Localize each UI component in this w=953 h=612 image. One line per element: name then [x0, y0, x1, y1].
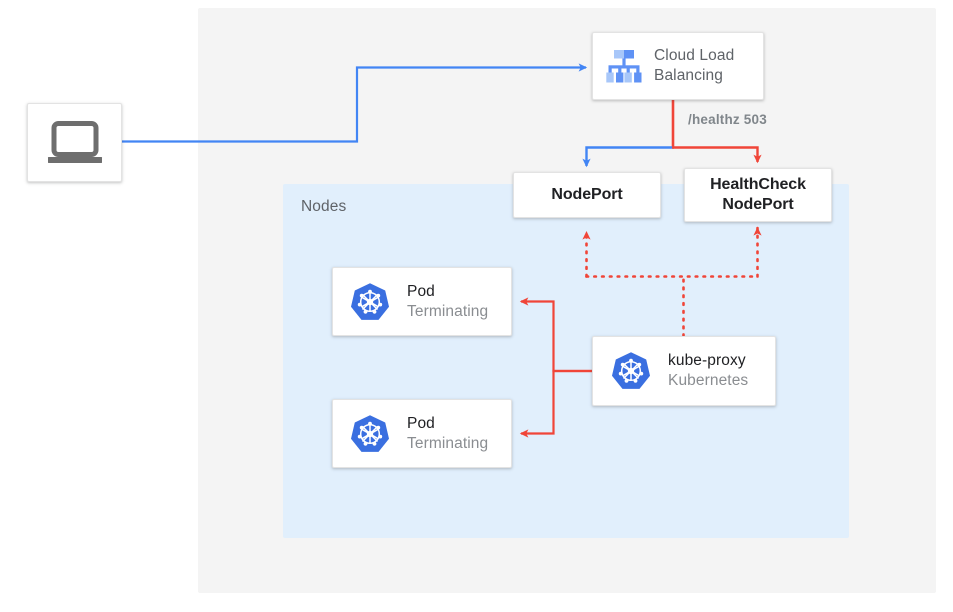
healthz-edge-label: /healthz 503: [688, 112, 767, 127]
pod-1-text: Pod Terminating: [407, 282, 488, 322]
pod-card-2: Pod Terminating: [332, 399, 512, 468]
client-laptop-card: [27, 103, 122, 182]
pod-2-subtitle: Terminating: [407, 434, 489, 452]
pod-1-subtitle: Terminating: [407, 302, 489, 320]
healthcheck-nodeport-label-line1: HealthCheck: [710, 175, 806, 193]
healthcheck-nodeport-label-line2: NodePort: [722, 196, 794, 213]
cloud-load-balancing-label: Cloud Load Balancing: [654, 46, 734, 87]
kubernetes-icon: [612, 352, 650, 389]
pod-1-title: Pod: [407, 282, 435, 300]
nodeport-card: NodePort: [513, 172, 661, 218]
kubernetes-icon: [351, 414, 389, 452]
cloud-load-balancing-label-line1: Cloud Load: [654, 46, 735, 64]
kube-proxy-text: kube-proxy Kubernetes: [668, 351, 748, 391]
kube-proxy-subtitle: Kubernetes: [668, 372, 749, 389]
nodeport-label: NodePort: [551, 185, 623, 203]
healthcheck-nodeport-card: HealthCheck NodePort: [684, 168, 832, 222]
nodes-panel-label: Nodes: [301, 198, 347, 215]
pod-2-title: Pod: [407, 414, 435, 432]
laptop-icon: [47, 120, 102, 163]
cloud-load-balancing-card: Cloud Load Balancing: [592, 32, 764, 100]
kubernetes-icon: [351, 282, 389, 320]
healthcheck-nodeport-label: HealthCheck NodePort: [710, 175, 806, 215]
kube-proxy-title: kube-proxy: [668, 352, 746, 370]
pod-card-1: Pod Terminating: [332, 267, 512, 336]
kube-proxy-card: kube-proxy Kubernetes: [592, 336, 776, 406]
cloud-load-balancing-icon: [606, 50, 642, 83]
pod-2-text: Pod Terminating: [407, 414, 488, 454]
cloud-load-balancing-label-line2: Balancing: [654, 67, 723, 84]
